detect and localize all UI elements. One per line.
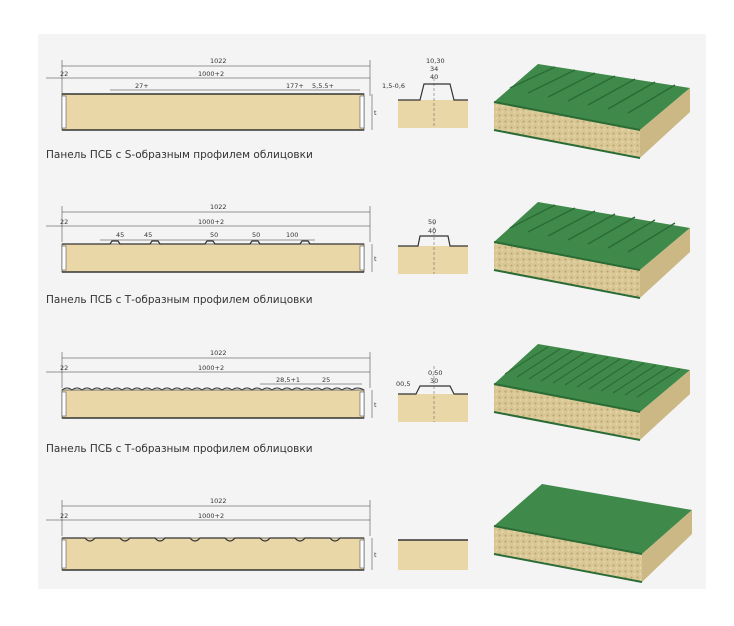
row-2-caption: Панель ПСБ с Т-образным профилем облицов… xyxy=(46,294,313,306)
row-4-edge-dim: 22 xyxy=(60,512,68,520)
row-2-dim-b: 45 xyxy=(144,231,152,239)
row-3-overall-dim: 1022 xyxy=(210,349,227,357)
row-3-profile-dim-c: 00,5 xyxy=(396,380,410,388)
row-1-dim-b: 177+ xyxy=(286,82,304,90)
row-3-caption: Панель ПСБ с Т-образным профилем облицов… xyxy=(46,443,313,455)
row-3-dim-b: 25 xyxy=(322,376,330,384)
row-2-edge-dim: 22 xyxy=(60,218,68,226)
row-2-profile-dim-a: 50 xyxy=(428,218,436,226)
row-3-profile-dim-b: 30 xyxy=(430,377,438,385)
row-1-caption: Панель ПСБ с S-образным профилем облицов… xyxy=(46,149,313,161)
row-1-profile-dim-b: 34 xyxy=(430,65,438,73)
row-2-inner-dim: 1000+2 xyxy=(198,218,224,226)
row-4-thickness: t xyxy=(374,551,377,559)
row-1-profile-core xyxy=(398,100,468,128)
row-2-panel-core xyxy=(61,243,365,273)
row-3-profile-dim-a: 0,50 xyxy=(428,369,442,377)
row-2-dim-d: 50 xyxy=(252,231,260,239)
row-3-panel-3d xyxy=(493,344,690,441)
row-2-section: 1022 22 1000+2 45 45 50 50 100 t 50 40 xyxy=(46,202,690,299)
row-1-edge-dim: 22 xyxy=(60,70,68,78)
row-1-profile-dim-a: 10,30 xyxy=(426,57,445,65)
row-2-dim-e: 100 xyxy=(286,231,298,239)
row-3-thickness: t xyxy=(374,401,377,409)
row-3-inner-dim: 1000+2 xyxy=(198,364,224,372)
row-2-dim-c: 50 xyxy=(210,231,218,239)
row-2-dim-a: 45 xyxy=(116,231,124,239)
row-3-section: 1022 22 1000+2 28,5+1 25 t 0,50 30 00,5 xyxy=(46,344,690,441)
row-3-edge-dim: 22 xyxy=(60,364,68,372)
row-2-overall-dim: 1022 xyxy=(210,203,227,211)
row-1-panel-core xyxy=(61,93,365,131)
row-4-panel-3d xyxy=(493,484,692,583)
row-3-profile-core xyxy=(398,394,468,422)
row-4-overall-dim: 1022 xyxy=(210,497,227,505)
row-1-overall-dim: 1022 xyxy=(210,57,227,65)
row-1-dim-c: 5,5.5+ xyxy=(312,82,334,90)
row-4-panel-core xyxy=(61,537,365,571)
row-1-dim-a: 27+ xyxy=(135,82,149,90)
row-2-profile-core xyxy=(398,246,468,274)
row-2-profile-outline xyxy=(398,235,468,247)
row-4-profile-core xyxy=(398,540,468,570)
row-2-thickness: t xyxy=(374,255,377,263)
row-4-inner-dim: 1000+2 xyxy=(198,512,224,520)
row-3-panel-core xyxy=(61,389,365,419)
row-1-inner-dim: 1000+2 xyxy=(198,70,224,78)
row-4-section: 1022 22 1000+2 t xyxy=(46,484,692,583)
row-2-profile-dim-b: 40 xyxy=(428,227,436,235)
row-1-thickness: t xyxy=(374,109,377,117)
row-1-profile-outline xyxy=(398,83,468,101)
row-2-panel-3d xyxy=(493,202,690,299)
row-1-profile-dim-d: 1,5-0,6 xyxy=(382,82,405,90)
row-1-profile-dim-c: 40 xyxy=(430,73,438,81)
row-1-panel-3d xyxy=(493,64,690,159)
row-3-profile-outline xyxy=(398,385,468,395)
row-1-section: 1022 22 1000+2 27+ 177+ 5,5.5+ t 10,30 3… xyxy=(46,57,690,159)
row-3-dim-a: 28,5+1 xyxy=(276,376,300,384)
